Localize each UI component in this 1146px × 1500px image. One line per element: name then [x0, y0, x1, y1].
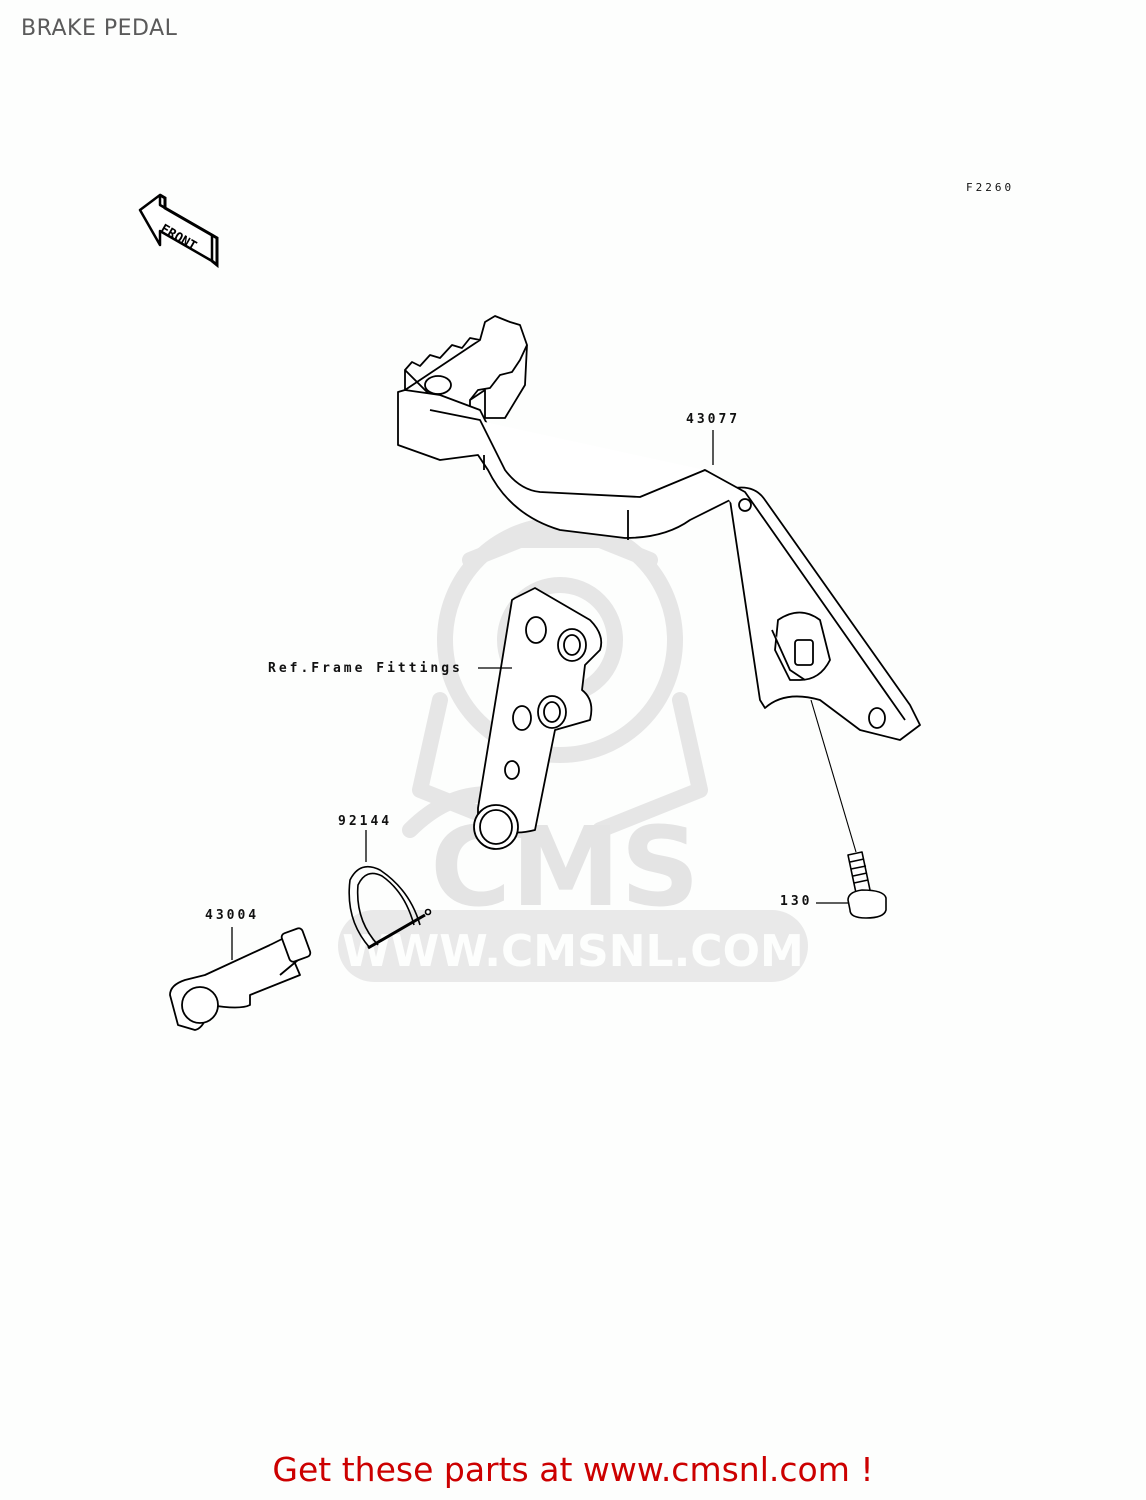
part-frame-fittings[interactable] — [473, 587, 603, 850]
part-flange-bolt[interactable] — [847, 851, 887, 919]
callout-43077[interactable]: 43077 — [686, 412, 741, 427]
footer-cta-link[interactable]: Get these parts at www.cmsnl.com ! — [272, 1450, 874, 1489]
page-title: BRAKE PEDAL — [21, 16, 178, 41]
part-brake-pedal[interactable] — [397, 315, 921, 741]
svg-text:WWW.CMSNL.COM: WWW.CMSNL.COM — [342, 926, 804, 977]
part-brake-shaft[interactable] — [169, 927, 312, 1031]
callout-130[interactable]: 130 — [780, 894, 813, 909]
callout-92144[interactable]: 92144 — [338, 814, 393, 829]
callout-ref-frame-fittings[interactable]: Ref.Frame Fittings — [268, 661, 463, 676]
figure-code: F2260 — [966, 181, 1014, 194]
callout-43004[interactable]: 43004 — [205, 908, 260, 923]
part-return-spring[interactable] — [348, 865, 432, 950]
front-arrow-icon: FRONT — [138, 193, 219, 269]
